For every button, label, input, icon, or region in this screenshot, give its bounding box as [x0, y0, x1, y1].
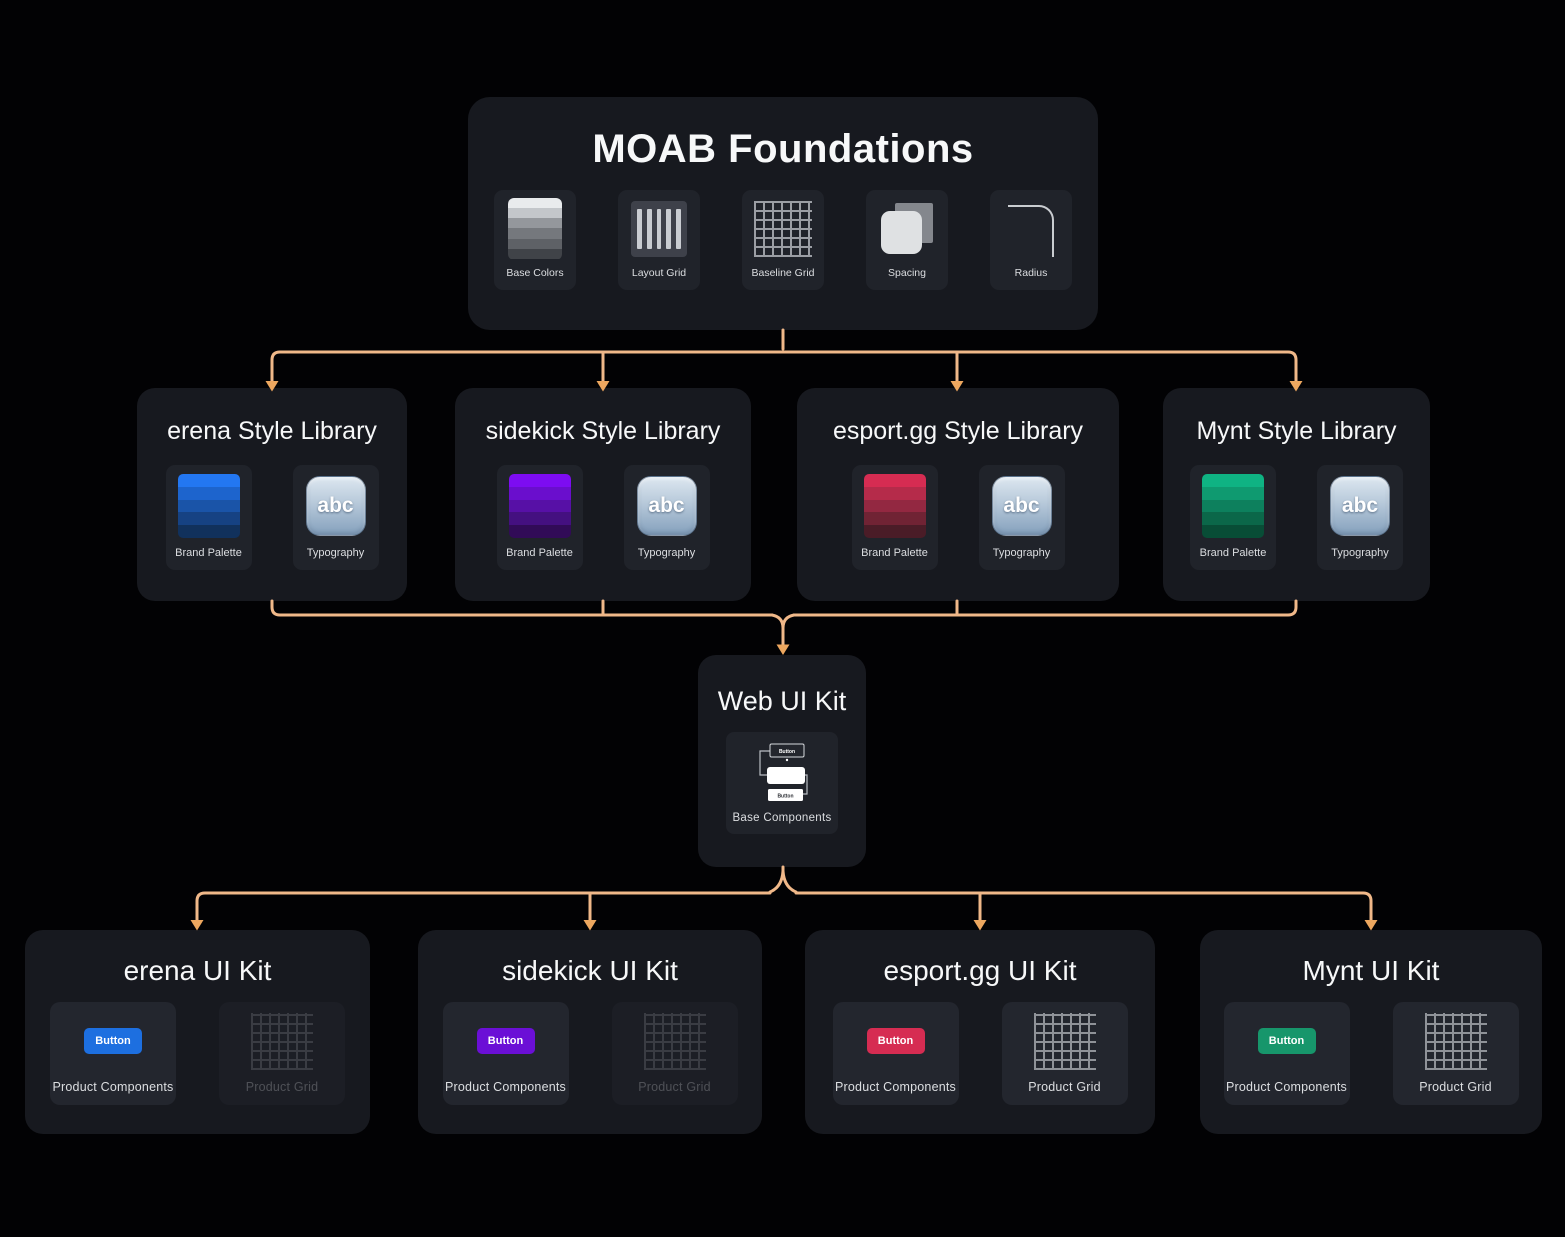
layout-grid-icon: [631, 200, 687, 257]
style-library-card-mynt: Mynt Style Library Brand Palette abc Typ…: [1163, 388, 1430, 601]
typography-abc-icon: abc: [305, 476, 366, 536]
style-library-title: erena Style Library: [167, 417, 377, 445]
product-grid-tile: Product Grid: [1001, 1002, 1128, 1105]
style-library-card-esportgg: esport.gg Style Library Brand Palette ab…: [797, 388, 1119, 601]
product-components-tile: Button Product Components: [1223, 1002, 1350, 1105]
spacing-icon: [878, 200, 936, 258]
product-components-tile: Button Product Components: [832, 1002, 959, 1105]
style-library-card-sidekick: sidekick Style Library Brand Palette abc…: [455, 388, 751, 601]
tile-label: Product Components: [52, 1080, 174, 1094]
ui-kit-title: erena UI Kit: [123, 955, 272, 986]
ui-kit-title: sidekick UI Kit: [502, 955, 678, 986]
product-grid-tile: Product Grid: [611, 1002, 738, 1105]
product-grid-icon: [643, 1012, 706, 1070]
tile-label: Typography: [306, 547, 365, 559]
brand-palette-tile: Brand Palette: [165, 465, 252, 570]
brand-palette-icon: [863, 474, 926, 538]
typography-tile: abc Typography: [978, 465, 1065, 570]
tile-label: Baseline Grid: [751, 267, 815, 279]
tile-label: Brand Palette: [506, 547, 573, 559]
product-grid-icon: [251, 1012, 313, 1070]
base-components-icon: Button Button: [759, 743, 808, 801]
tile-label: Radius: [1014, 267, 1048, 279]
web-ui-kit-card: Web UI Kit Button Button Base Componen: [698, 655, 866, 867]
tile-label: Layout Grid: [631, 267, 687, 279]
svg-text:Button: Button: [779, 749, 795, 755]
tile-label: Brand Palette: [175, 547, 242, 559]
product-components-tile: Button Product Components: [50, 1002, 176, 1105]
typography-tile: abc Typography: [292, 465, 379, 570]
product-grid-tile: Product Grid: [219, 1002, 345, 1105]
tile-label: Product Grid: [1028, 1080, 1101, 1094]
base-components-tile: Button Button Base Components: [726, 732, 838, 834]
product-grid-tile: Product Grid: [1392, 1002, 1519, 1105]
tile-label: Base Components: [732, 812, 832, 824]
base-colors-icon: [508, 197, 562, 260]
button-sample: Button: [84, 1028, 142, 1054]
tile-label: Product Components: [834, 1080, 957, 1094]
base-colors-tile: Base Colors: [494, 190, 576, 290]
style-library-title: esport.gg Style Library: [832, 417, 1084, 445]
tile-label: Brand Palette: [1199, 547, 1267, 559]
button-sample: Button: [1257, 1028, 1316, 1054]
foundations-tiles: Base Colors Layout Grid Baseline Grid Sp…: [468, 190, 1098, 290]
ui-kit-title: esport.gg UI Kit: [883, 955, 1077, 986]
typography-abc-icon: abc: [636, 476, 697, 536]
style-library-title: Mynt Style Library: [1196, 417, 1397, 445]
radius-icon: [1008, 204, 1054, 257]
tile-label: Product Grid: [245, 1080, 319, 1094]
brand-palette-icon: [1202, 474, 1264, 538]
tile-label: Spacing: [888, 267, 926, 279]
baseline-grid-tile: Baseline Grid: [742, 190, 824, 290]
ui-kit-card-sidekick: sidekick UI Kit Button Product Component…: [418, 930, 762, 1134]
product-components-tile: Button Product Components: [442, 1002, 569, 1105]
style-library-title: sidekick Style Library: [485, 417, 721, 445]
ui-kit-card-esportgg: esport.gg UI Kit Button Product Componen…: [805, 930, 1155, 1134]
tile-label: Typography: [1331, 547, 1389, 559]
ui-kit-card-erena: erena UI Kit Button Product Components P…: [25, 930, 370, 1134]
tile-label: Base Colors: [506, 267, 564, 279]
tile-label: Product Grid: [1419, 1080, 1492, 1094]
product-grid-icon: [1424, 1012, 1487, 1070]
svg-text:Button: Button: [777, 794, 793, 800]
spacing-tile: Spacing: [866, 190, 948, 290]
tile-label: Product Components: [1225, 1080, 1348, 1094]
ui-kit-title: Mynt UI Kit: [1302, 955, 1440, 986]
typography-abc-icon: abc: [991, 476, 1052, 536]
baseline-grid-icon: [754, 200, 812, 257]
brand-palette-icon: [508, 474, 571, 538]
tile-label: Brand Palette: [861, 547, 928, 559]
brand-palette-tile: Brand Palette: [1190, 465, 1276, 570]
product-grid-icon: [1033, 1012, 1096, 1070]
tile-label: Product Grid: [638, 1080, 711, 1094]
typography-abc-icon: abc: [1330, 476, 1390, 536]
brand-palette-tile: Brand Palette: [851, 465, 938, 570]
style-library-card-erena: erena Style Library Brand Palette abc Ty…: [137, 388, 407, 601]
typography-tile: abc Typography: [623, 465, 710, 570]
tile-label: Typography: [637, 547, 696, 559]
web-ui-kit-title: Web UI Kit: [717, 686, 847, 716]
typography-tile: abc Typography: [1317, 465, 1403, 570]
button-sample: Button: [476, 1028, 535, 1054]
ui-kit-card-mynt: Mynt UI Kit Button Product Components Pr…: [1200, 930, 1542, 1134]
button-sample: Button: [866, 1028, 925, 1054]
radius-tile: Radius: [990, 190, 1072, 290]
brand-palette-icon: [177, 474, 240, 538]
tile-label: Product Components: [444, 1080, 567, 1094]
layout-grid-tile: Layout Grid: [618, 190, 700, 290]
moab-foundations-title: MOAB Foundations: [592, 127, 974, 171]
moab-foundations-card: MOAB Foundations Base Colors Layout Grid…: [468, 97, 1098, 330]
brand-palette-tile: Brand Palette: [496, 465, 583, 570]
tile-label: Typography: [992, 547, 1051, 559]
